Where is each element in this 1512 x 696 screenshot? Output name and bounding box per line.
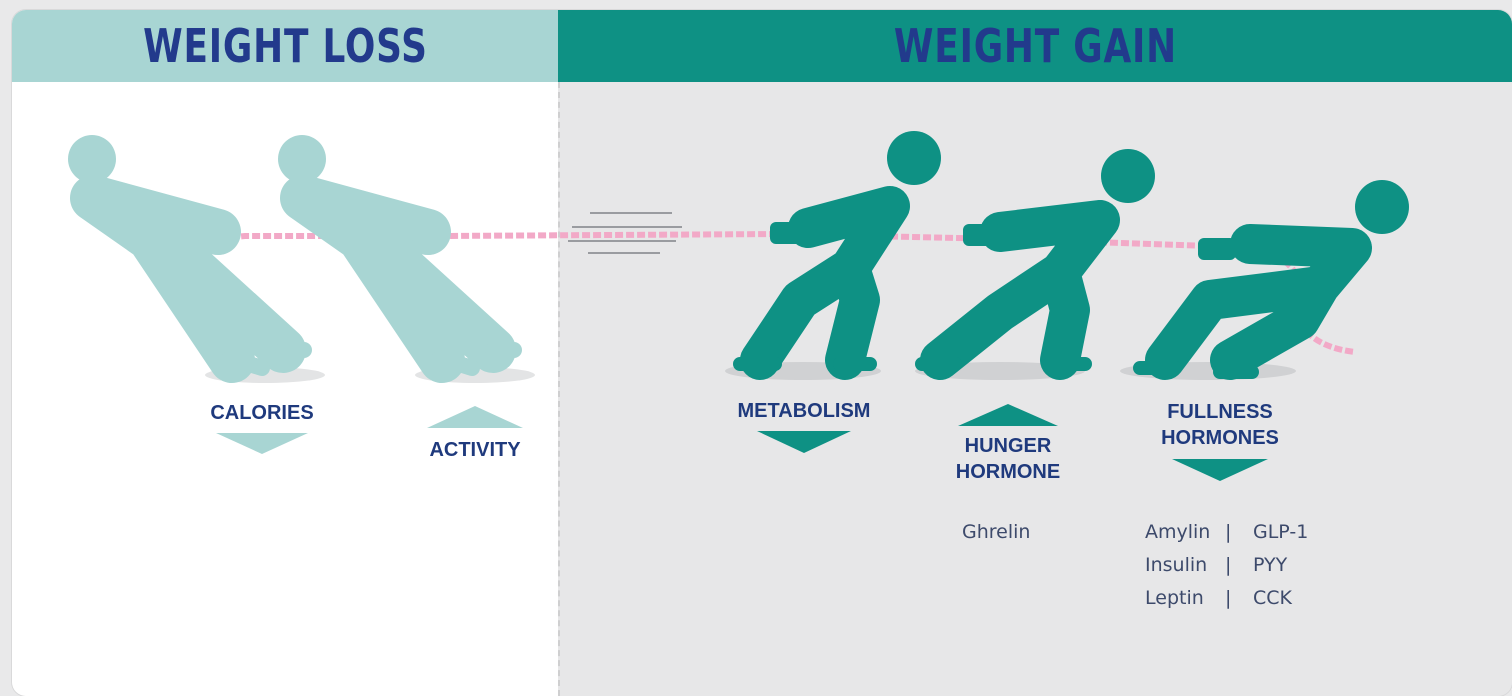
hormone-separator: | — [1225, 587, 1253, 609]
hormone-separator: | — [1225, 554, 1253, 576]
figure-metabolism — [740, 131, 941, 364]
weight-loss-figures — [68, 135, 514, 368]
figure-hunger — [922, 149, 1155, 364]
hormone-row-2: Insulin|PYY — [1145, 554, 1287, 576]
metabolism-label: METABOLISM — [724, 398, 884, 424]
fullness-hormones-label: FULLNESS HORMONES — [1148, 399, 1292, 451]
weight-gain-figures — [740, 131, 1409, 372]
fullness-down-arrow — [1172, 459, 1268, 481]
hunger-hormone-label: HUNGER HORMONE — [936, 433, 1080, 485]
hormone-row-3: Leptin|CCK — [1145, 587, 1292, 609]
hunger-label-line2: HORMONE — [936, 459, 1080, 485]
hormone-cck: CCK — [1253, 587, 1292, 609]
figure-fullness — [1140, 180, 1409, 372]
fullness-label-line1: FULLNESS — [1148, 399, 1292, 425]
hunger-up-arrow — [958, 404, 1058, 426]
hormone-separator: | — [1225, 521, 1253, 543]
calories-label: CALORIES — [202, 400, 322, 426]
hormone-insulin: Insulin — [1145, 554, 1225, 576]
ghrelin-text: Ghrelin — [962, 521, 1030, 543]
hormone-leptin: Leptin — [1145, 587, 1225, 609]
activity-up-arrow — [427, 406, 523, 428]
calories-down-arrow — [216, 433, 308, 454]
figure-calories — [68, 135, 304, 368]
metabolism-down-arrow — [757, 431, 851, 453]
hunger-label-line1: HUNGER — [936, 433, 1080, 459]
figure-activity — [278, 135, 514, 368]
hormone-glp1: GLP-1 — [1253, 521, 1308, 543]
fullness-label-line2: HORMONES — [1148, 425, 1292, 451]
activity-label: ACTIVITY — [415, 437, 535, 463]
hormone-amylin: Amylin — [1145, 521, 1225, 543]
infographic-frame: WEIGHT LOSS WEIGHT GAIN — [12, 10, 1512, 696]
hormone-row-1: Amylin|GLP-1 — [1145, 521, 1308, 543]
hormone-pyy: PYY — [1253, 554, 1287, 576]
